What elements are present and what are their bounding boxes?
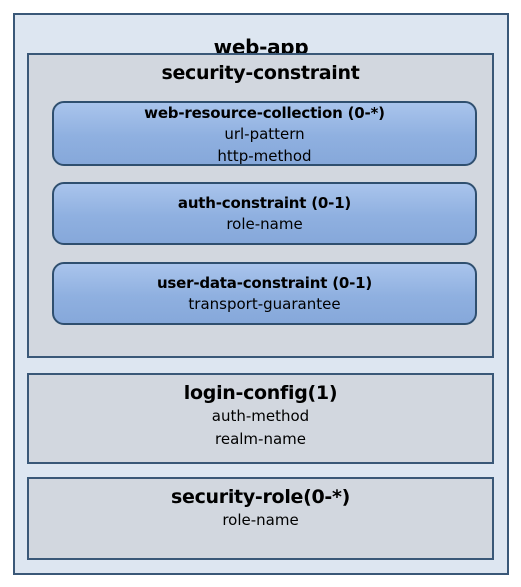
login-config-title: login-config(1) <box>183 382 338 404</box>
user-data-constraint-box: user-data-constraint (0-1) transport-gua… <box>52 262 477 325</box>
security-constraint-title: security-constraint <box>161 62 360 84</box>
web-resource-collection-title: web-resource-collection (0-*) <box>144 104 385 122</box>
security-role-role-name-label: role-name <box>222 511 299 529</box>
user-data-constraint-title: user-data-constraint (0-1) <box>156 274 373 292</box>
realm-name-label: realm-name <box>215 430 306 448</box>
auth-constraint-title: auth-constraint (0-1) <box>177 194 352 212</box>
auth-constraint-box: auth-constraint (0-1) role-name <box>52 182 477 245</box>
web-resource-collection-box: web-resource-collection (0-*) url-patter… <box>52 101 477 166</box>
security-role-title: security-role(0-*) <box>170 486 351 508</box>
url-pattern-label: url-pattern <box>224 125 305 143</box>
login-config-box: login-config(1) auth-method realm-name <box>27 373 494 464</box>
security-role-box: security-role(0-*) role-name <box>27 477 494 560</box>
transport-guarantee-label: transport-guarantee <box>188 295 341 313</box>
role-name-label: role-name <box>226 215 303 233</box>
http-method-label: http-method <box>217 147 312 165</box>
auth-method-label: auth-method <box>211 407 310 425</box>
